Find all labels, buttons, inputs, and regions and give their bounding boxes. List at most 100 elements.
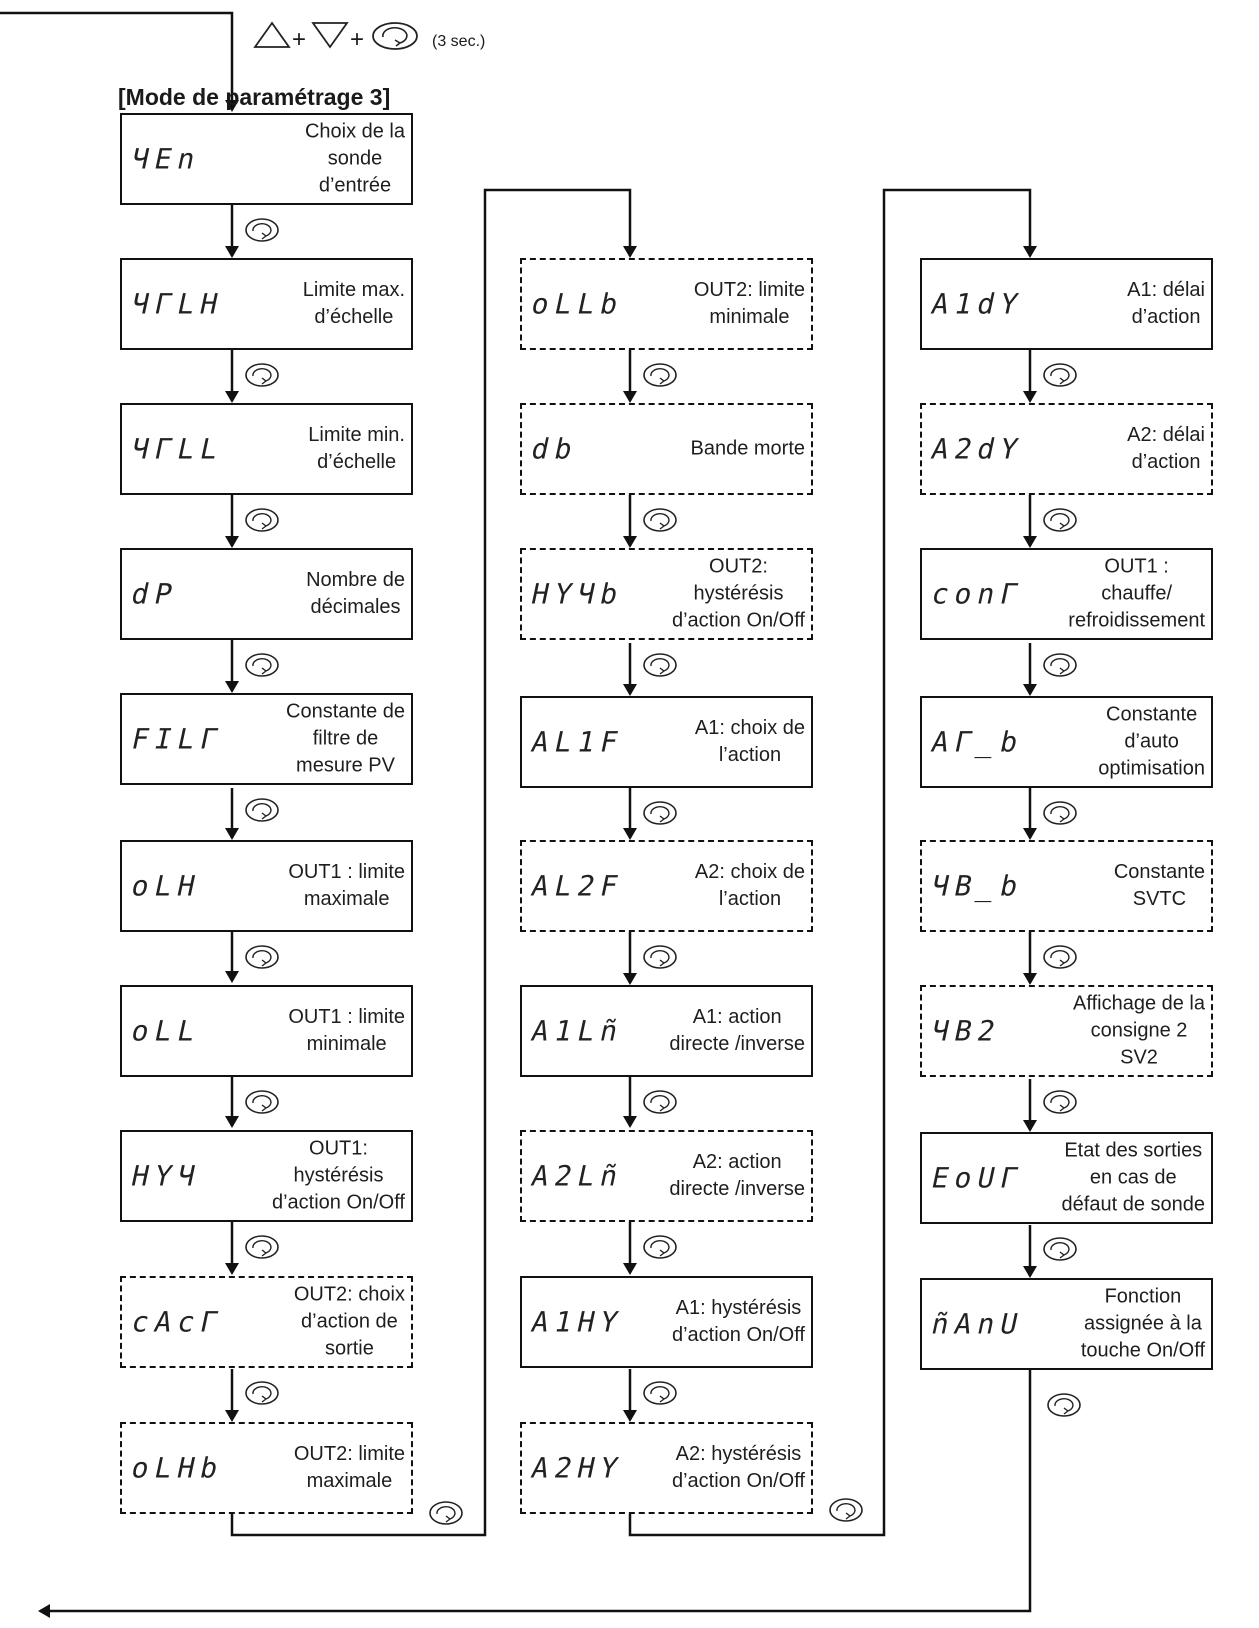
mode-cycle-key-icon bbox=[643, 1381, 677, 1405]
parameter-code: FILГ bbox=[128, 722, 227, 756]
mode-cycle-key-icon bbox=[1043, 1237, 1077, 1261]
parameter-description: OUT2: hystérésis d’action On/Off bbox=[671, 555, 805, 632]
mode-cycle-key-icon bbox=[245, 945, 279, 969]
parameter-description: OUT2: choix d’action de sortie bbox=[293, 1283, 405, 1360]
parameter-code: A1dY bbox=[928, 287, 1027, 321]
parameter-box: A2HY A2: hystérésis d’action On/Off bbox=[520, 1422, 813, 1514]
parameter-box: ЧB_b Constante SVTC bbox=[920, 840, 1213, 932]
parameter-box: dP Nombre de décimales bbox=[120, 548, 413, 640]
mode-cycle-key-icon bbox=[1043, 363, 1077, 387]
mode-cycle-key-icon bbox=[429, 1501, 463, 1525]
parameter-code: EoUГ bbox=[928, 1161, 1027, 1195]
parameter-description: Affichage de la consigne 2 SV2 bbox=[1073, 992, 1205, 1069]
parameter-description: OUT1 : chauffe/ refroidissement bbox=[1068, 555, 1205, 632]
parameter-description: OUT1 : limite minimale bbox=[288, 1006, 405, 1055]
mode-title: [Mode de paramétrage 3] bbox=[118, 84, 391, 110]
parameter-box: EoUГ Etat des sorties en cas de défaut de… bbox=[920, 1132, 1213, 1224]
mode-cycle-key-icon bbox=[245, 1090, 279, 1114]
parameter-code: db bbox=[528, 432, 582, 466]
parameter-description: A1: action directe /inverse bbox=[669, 1006, 805, 1055]
parameter-box: cAcГ OUT2: choix d’action de sortie bbox=[120, 1276, 413, 1368]
parameter-description: A2: action directe /inverse bbox=[669, 1151, 805, 1200]
up-triangle-key-icon bbox=[253, 21, 291, 48]
mode-cycle-key-icon bbox=[245, 363, 279, 387]
parameter-box: db Bande morte bbox=[520, 403, 813, 495]
parameter-box: AГ_b Constante d’auto optimisation bbox=[920, 696, 1213, 788]
parameter-description: Constante d’auto optimisation bbox=[1098, 703, 1205, 780]
parameter-description: Limite min. d’échelle bbox=[308, 424, 405, 473]
mode-cycle-key-icon bbox=[643, 1090, 677, 1114]
mode-cycle-key-icon bbox=[1043, 508, 1077, 532]
mode-cycle-key-icon bbox=[1047, 1393, 1081, 1417]
mode-cycle-key-icon bbox=[829, 1498, 863, 1522]
down-triangle-key-icon bbox=[311, 22, 349, 49]
parameter-code: ЧГLH bbox=[128, 287, 227, 321]
parameter-code: ЧB_b bbox=[928, 869, 1027, 903]
parameter-description: A2: hystérésis d’action On/Off bbox=[671, 1443, 805, 1492]
mode-cycle-key-icon bbox=[643, 1235, 677, 1259]
parameter-description: OUT1 : limite maximale bbox=[288, 861, 405, 910]
parameter-description: Constante SVTC bbox=[1113, 861, 1205, 910]
parameter-code: A1Lñ bbox=[528, 1014, 627, 1048]
mode-cycle-key-icon bbox=[1043, 945, 1077, 969]
parameter-description: OUT2: limite maximale bbox=[293, 1443, 405, 1492]
parameter-box: A2Lñ A2: action directe /inverse bbox=[520, 1130, 813, 1222]
parameter-code: A1HY bbox=[528, 1305, 627, 1339]
parameter-code: A2HY bbox=[528, 1451, 627, 1485]
parameter-description: Choix de la sonde d’entrée bbox=[304, 120, 405, 197]
parameter-box: A1Lñ A1: action directe /inverse bbox=[520, 985, 813, 1077]
parameter-description: A1: délai d’action bbox=[1127, 279, 1205, 328]
parameter-code: dP bbox=[128, 577, 182, 611]
parameter-description: A2: délai d’action bbox=[1127, 424, 1205, 473]
parameter-box: A1dY A1: délai d’action bbox=[920, 258, 1213, 350]
parameter-box: A1HY A1: hystérésis d’action On/Off bbox=[520, 1276, 813, 1368]
mode-cycle-key-icon bbox=[245, 218, 279, 242]
parameter-box: ЧГLL Limite min. d’échelle bbox=[120, 403, 413, 495]
parameter-code: A2Lñ bbox=[528, 1159, 627, 1193]
parameter-code: oLL bbox=[128, 1014, 205, 1048]
parameter-code: AL1F bbox=[528, 725, 627, 759]
mode-cycle-key-icon bbox=[372, 22, 418, 50]
mode-cycle-key-icon bbox=[643, 363, 677, 387]
mode-cycle-key-icon bbox=[643, 653, 677, 677]
parameter-box: ЧГLH Limite max. d’échelle bbox=[120, 258, 413, 350]
mode-cycle-key-icon bbox=[245, 1235, 279, 1259]
mode-cycle-key-icon bbox=[643, 945, 677, 969]
parameter-box: A2dY A2: délai d’action bbox=[920, 403, 1213, 495]
mode-cycle-key-icon bbox=[245, 798, 279, 822]
parameter-description: A1: choix de l’action bbox=[694, 717, 805, 766]
parameter-code: A2dY bbox=[928, 432, 1027, 466]
parameter-description: Nombre de décimales bbox=[306, 569, 405, 618]
parameter-code: ñAnU bbox=[928, 1307, 1027, 1341]
mode-cycle-key-icon bbox=[1043, 1090, 1077, 1114]
hold-duration: (3 sec.) bbox=[432, 33, 486, 50]
parameter-description: Bande morte bbox=[690, 437, 805, 460]
parameter-box: ЧEn Choix de la sonde d’entrée bbox=[120, 113, 413, 205]
parameter-description: Etat des sorties en cas de défaut de son… bbox=[1061, 1139, 1205, 1216]
parameter-description: Fonction assignée à la touche On/Off bbox=[1080, 1285, 1205, 1362]
parameter-code: ЧГLL bbox=[128, 432, 227, 466]
mode-cycle-key-icon bbox=[643, 801, 677, 825]
mode-cycle-key-icon bbox=[245, 653, 279, 677]
mode-cycle-key-icon bbox=[245, 508, 279, 532]
parameter-box: oLL OUT1 : limite minimale bbox=[120, 985, 413, 1077]
parameter-code: AL2F bbox=[528, 869, 627, 903]
parameter-description: Limite max. d’échelle bbox=[302, 279, 405, 328]
mode-cycle-key-icon bbox=[1043, 653, 1077, 677]
parameter-description: A1: hystérésis d’action On/Off bbox=[671, 1297, 805, 1346]
parameter-code: ЧB2 bbox=[928, 1014, 1005, 1048]
parameter-code: cAcГ bbox=[128, 1305, 227, 1339]
parameter-code: ЧEn bbox=[128, 142, 205, 176]
plus-sign: + bbox=[292, 26, 307, 53]
plus-sign: + bbox=[350, 26, 365, 53]
parameter-code: AГ_b bbox=[928, 725, 1027, 759]
